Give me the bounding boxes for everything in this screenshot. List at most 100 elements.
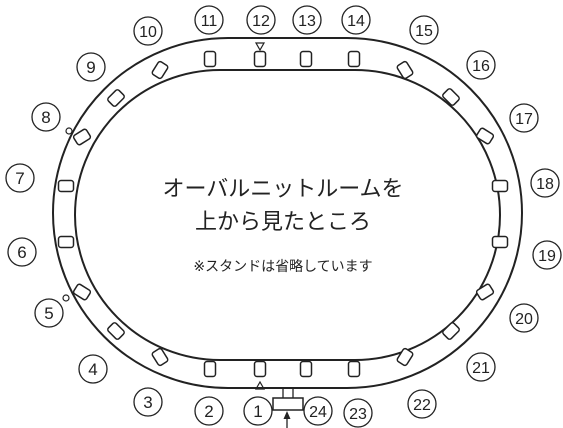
seat-number-label: 1: [253, 402, 262, 421]
seat-slot-15: [396, 60, 414, 80]
seat-number-13: 13: [292, 5, 322, 35]
seat-number-label: 18: [536, 176, 554, 193]
seat-number-15: 15: [409, 15, 439, 45]
caption-title-line1: オーバルニットルームを: [162, 177, 403, 202]
bottom-marker-triangle-icon: [254, 380, 266, 390]
seat-number-circle: [194, 5, 224, 35]
seat-number-label: 16: [472, 58, 490, 75]
seat-number-circle: [509, 103, 539, 133]
seat-number-circle: [76, 52, 106, 82]
seat-number-22: 22: [407, 389, 437, 419]
caption-note: ※スタンドは省略しています: [193, 259, 372, 275]
seat-number-circle: [246, 5, 276, 35]
seat-number-24: 24: [303, 396, 333, 426]
seat-number-circle: [31, 102, 61, 132]
seat-number-circle: [509, 303, 539, 333]
seat-number-circle: [133, 16, 163, 46]
seat-slot-4: [107, 322, 125, 340]
seat-number-circle: [5, 163, 35, 193]
seat-number-label: 9: [86, 58, 95, 77]
seat-number-label: 5: [44, 304, 53, 323]
seat-number-8: 8: [31, 102, 61, 132]
seat-slot-6: [57, 235, 75, 249]
seat-slots: [57, 50, 509, 378]
seat-number-circle: [292, 5, 322, 35]
seat-number-label: 2: [204, 402, 213, 421]
seat-number-circle: [341, 5, 371, 35]
seat-number-label: 23: [349, 406, 367, 423]
seat-number-circle: [530, 168, 560, 198]
seat-slot-1: [253, 360, 267, 378]
seat-slot-20: [475, 283, 495, 301]
seat-number-16: 16: [466, 50, 496, 80]
marker-dot-near-8: [65, 127, 73, 135]
seat-slot-14: [347, 50, 361, 68]
seat-number-circle: [303, 396, 333, 426]
seat-number-circle: [78, 354, 108, 384]
seat-number-circle: [34, 298, 64, 328]
seat-number-circle: [532, 240, 562, 270]
seat-slot-23: [347, 360, 361, 378]
seat-number-label: 3: [143, 393, 152, 412]
seat-number-label: 20: [515, 311, 533, 328]
entrance-console: [272, 388, 304, 411]
seat-number-circle: [7, 237, 37, 267]
seat-slot-7: [57, 179, 75, 193]
seat-slot-22: [396, 347, 414, 367]
seat-number-3: 3: [133, 387, 163, 417]
seat-slot-21: [442, 322, 460, 340]
entrance-arrow-icon: [283, 411, 291, 428]
seat-number-circle: [133, 387, 163, 417]
seat-number-label: 6: [17, 243, 26, 262]
seat-number-label: 10: [139, 24, 157, 41]
seat-number-1: 1: [243, 396, 273, 426]
seat-slot-16: [442, 88, 460, 106]
seat-number-5: 5: [34, 298, 64, 328]
seat-number-label: 11: [201, 13, 218, 30]
seat-number-21: 21: [466, 352, 496, 382]
seat-number-6: 6: [7, 237, 37, 267]
seat-number-circle: [343, 398, 373, 428]
seat-number-label: 24: [309, 404, 327, 421]
seat-number-circle: [194, 396, 224, 426]
caption-title-line2: 上から見たところ: [195, 210, 371, 235]
inner-track: [74, 69, 501, 361]
seat-number-circle: [466, 352, 496, 382]
top-marker-triangle-icon: [254, 42, 266, 52]
seat-number-label: 17: [515, 111, 533, 128]
seat-slot-11: [203, 50, 217, 68]
seat-number-9: 9: [76, 52, 106, 82]
seat-number-label: 8: [41, 108, 50, 127]
seat-number-7: 7: [5, 163, 35, 193]
seat-slot-17: [475, 127, 495, 145]
seat-number-10: 10: [133, 16, 163, 46]
seat-slot-5: [72, 283, 92, 301]
seat-number-11: 11: [194, 5, 224, 35]
seat-number-label: 19: [538, 248, 556, 265]
seat-number-circle: [409, 15, 439, 45]
seat-number-circle: [407, 389, 437, 419]
seat-number-label: 4: [88, 360, 97, 379]
seat-slot-24: [299, 360, 313, 378]
seat-number-12: 12: [246, 5, 276, 35]
seat-slot-12: [253, 50, 267, 68]
seat-number-18: 18: [530, 168, 560, 198]
seat-number-4: 4: [78, 354, 108, 384]
seat-slot-3: [151, 347, 169, 367]
seat-slot-19: [491, 235, 509, 249]
seat-number-label: 21: [472, 360, 490, 377]
seat-number-label: 12: [252, 13, 270, 30]
seat-number-circle: [243, 396, 273, 426]
outer-track: [52, 37, 523, 389]
seat-slot-18: [491, 179, 509, 193]
seat-number-label: 7: [15, 169, 24, 188]
seat-number-19: 19: [532, 240, 562, 270]
marker-dot-near-5: [62, 294, 70, 302]
seat-number-17: 17: [509, 103, 539, 133]
seat-number-circle: [466, 50, 496, 80]
seat-number-label: 13: [298, 13, 316, 30]
seat-slot-2: [203, 360, 217, 378]
seat-number-14: 14: [341, 5, 371, 35]
